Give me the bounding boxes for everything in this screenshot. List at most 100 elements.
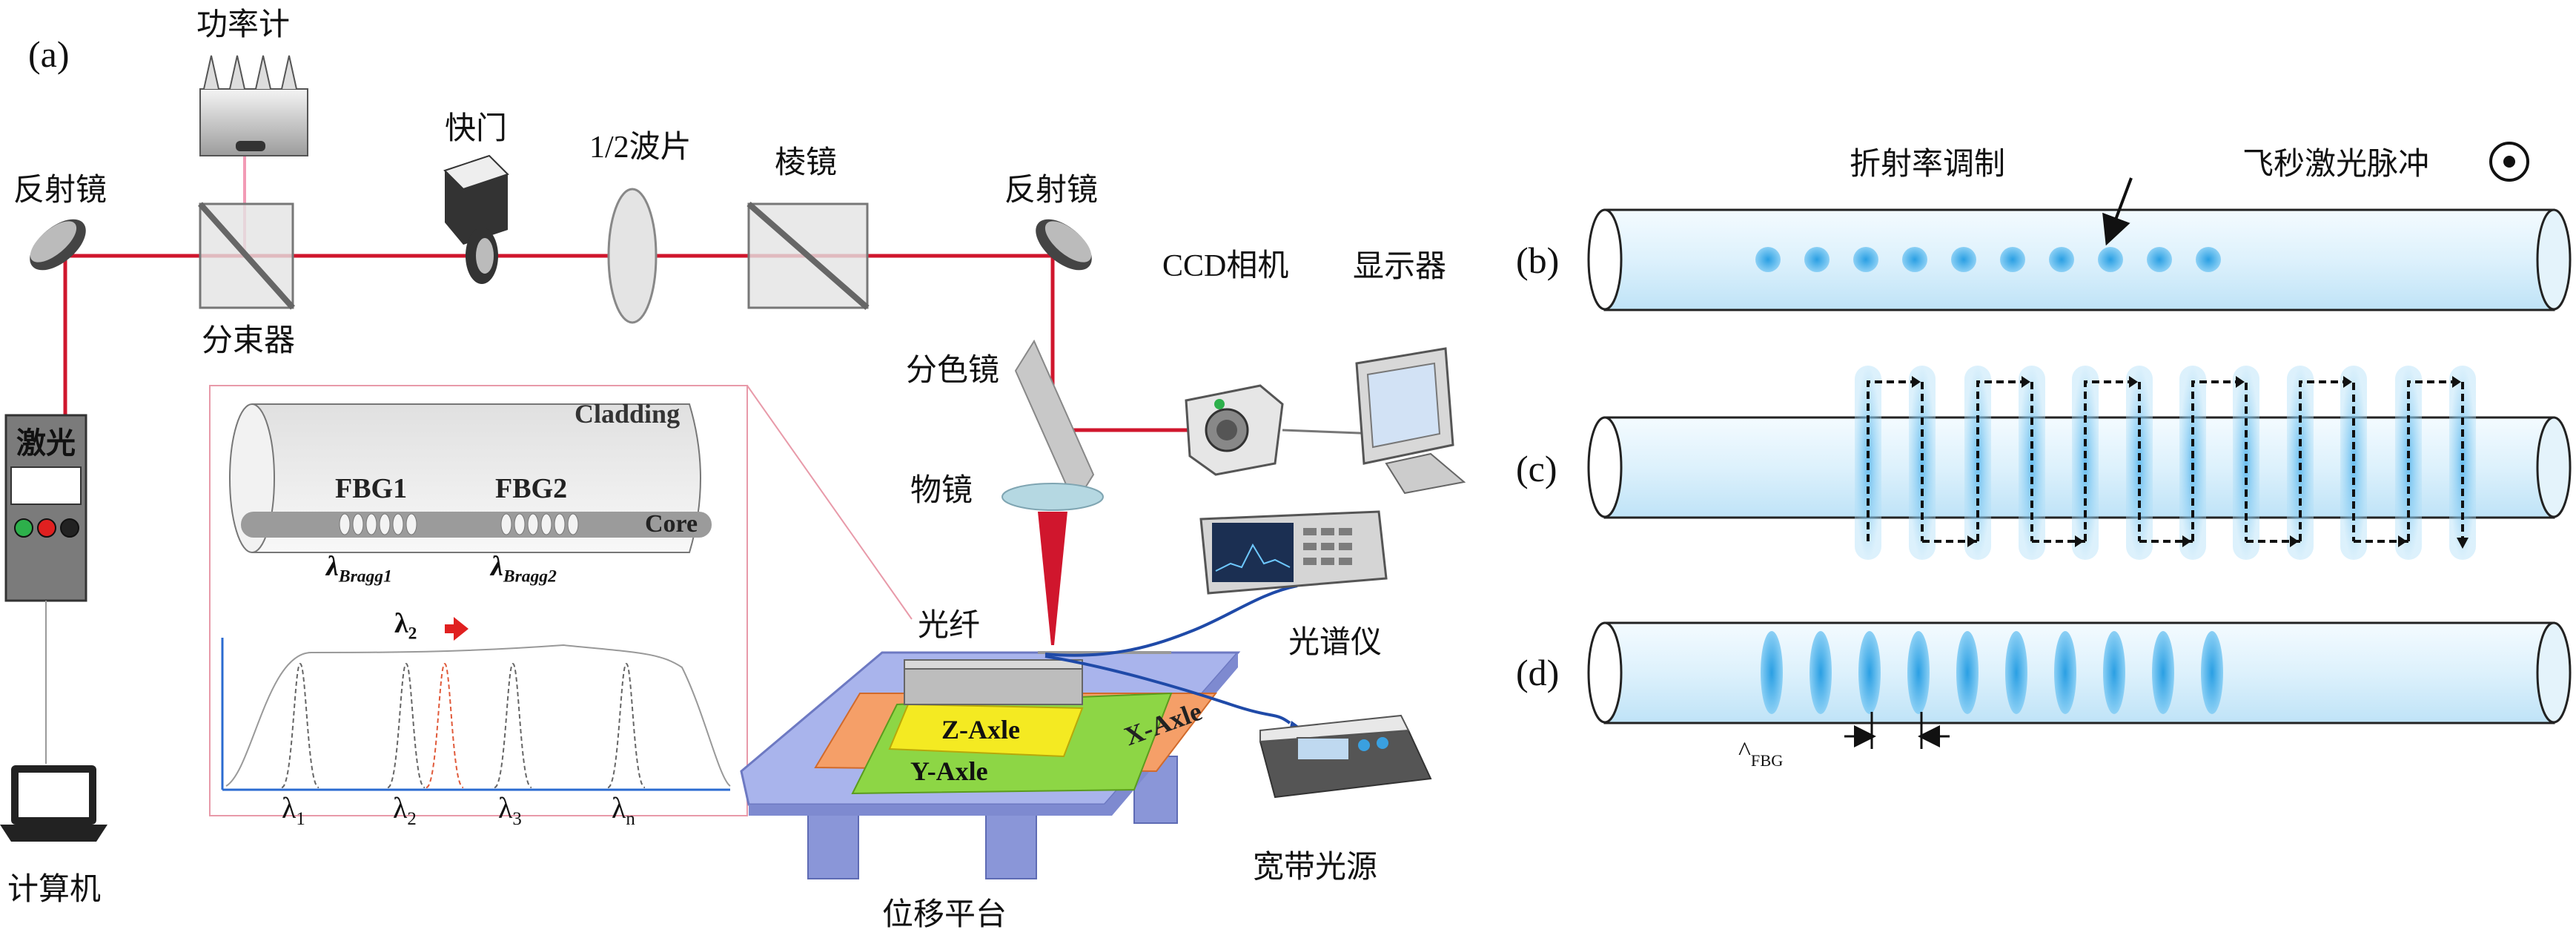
prism-label: 棱镜 [775,144,838,180]
focused-beam [1038,512,1067,645]
grating-mark [500,513,512,535]
scan-arrow-icon [1967,535,1976,547]
inset-spectrum [221,617,731,791]
spectrum-peak [607,662,646,788]
grating-line [2103,631,2125,714]
beam-splitter-icon [198,202,295,310]
fiber-cable-spectrometer [1044,584,1298,657]
modulation-dot [1902,247,1927,272]
power-meter-icon [199,55,308,156]
inset-fiber-icon [229,403,712,553]
bragg1-label: λBragg1 [326,551,392,587]
scan-arrow-icon [2452,376,2461,388]
period-marker [1844,712,1950,749]
tick-label-n: λn [612,791,635,829]
scan-arrow-icon [2236,376,2245,388]
panel-label-b: (b) [1516,240,1560,281]
scan-track [2019,366,2045,560]
spectrometer-icon [1199,510,1388,595]
fiber-c [1587,366,2572,560]
tick-label-3: λ3 [498,791,522,829]
spectrometer-label: 光谱仪 [1288,624,1383,660]
objective-icon [1001,483,1104,511]
shutter-label: 快门 [445,110,508,146]
modulation-dot [2098,247,2123,272]
fiber-b [1587,208,2572,311]
objective-label: 物镜 [910,472,973,508]
modulation-dot [2000,247,2025,272]
power-meter-label: 功率计 [196,6,291,42]
modulation-dot [2196,247,2221,272]
modulation-dot [2049,247,2074,272]
grating-mark [405,513,417,535]
scan-arrow-icon [2398,535,2407,547]
fiber-d [1587,621,2572,724]
scan-arrow-icon [2129,376,2138,388]
scan-arrow-icon [2343,376,2352,388]
display-label: 显示器 [1353,248,1447,284]
modulation-dot [1853,247,1878,272]
grating-line [1907,631,1930,714]
mirror-left-label: 反射镜 [13,171,107,208]
modulation-dot [1755,247,1781,272]
dichroic-mirror-icon [1014,339,1095,506]
grating-line [1761,631,1783,714]
spectrum-peak [494,662,532,788]
shift-label: λ2 [394,608,417,644]
grating-mark [514,513,526,535]
scan-end-arrow-icon [2457,538,2469,549]
computer-icon [0,765,107,842]
grating-line [1810,631,1832,714]
grating-line [1858,631,1881,714]
z-axle-label: Z-Axle [941,715,1020,744]
fiber-label: 光纤 [918,607,981,643]
scan-arrow-icon [2022,376,2030,388]
modulation-dot [2147,247,2172,272]
scan-track [1909,366,1936,560]
grating-mark [567,513,579,535]
scan-track [2340,366,2367,560]
period-label: ^FBG [1738,736,1784,770]
inset-connector [746,385,913,620]
scan-path [1867,380,2464,543]
fbg2-label: FBG2 [495,473,568,504]
laser-box-icon [4,414,87,602]
scan-arrow-icon [2182,535,2191,547]
laser-label: 激光 [16,426,76,460]
half-wave-plate-label: 1/2波片 [589,131,692,165]
grating-mark [392,513,404,535]
fiber-cable-source [1044,655,1291,724]
scan-arrow-icon [1912,376,1921,388]
translation-stage [740,651,1241,879]
scan-arrow-icon [2075,535,2084,547]
fbg1-label: FBG1 [335,473,408,504]
broadband-source-label: 宽带光源 [1253,848,1378,885]
spectrum-peak [387,662,426,788]
mirror-left-icon [30,219,86,271]
spectrum-peak [281,662,319,788]
panel-label-c: (c) [1516,448,1557,489]
mirror-right-icon [1036,219,1092,271]
mirror-right-label: 反射镜 [1004,171,1099,208]
grating-mark [365,513,377,535]
grating-mark [527,513,539,535]
modulation-dot [1951,247,1976,272]
scan-track [2233,366,2259,560]
grating-mark [339,513,351,535]
scan-track [2449,366,2476,560]
ccd-camera-label: CCD相机 [1162,249,1289,283]
panel-label-d: (d) [1516,652,1560,693]
grating-line [2152,631,2174,714]
scan-track [2126,366,2153,560]
dichroic-mirror-label: 分色镜 [906,351,1000,388]
core-label: Core [645,510,698,538]
stage-label: 位移平台 [882,896,1007,932]
cladding-label: Cladding [575,399,681,429]
tick-label-1: λ1 [282,791,305,829]
scan-arrow-icon [2290,535,2299,547]
tick-label-2: λ2 [393,791,417,829]
modulation-dot [1804,247,1830,272]
computer-label: 计算机 [7,871,102,907]
grating-line [2201,631,2223,714]
